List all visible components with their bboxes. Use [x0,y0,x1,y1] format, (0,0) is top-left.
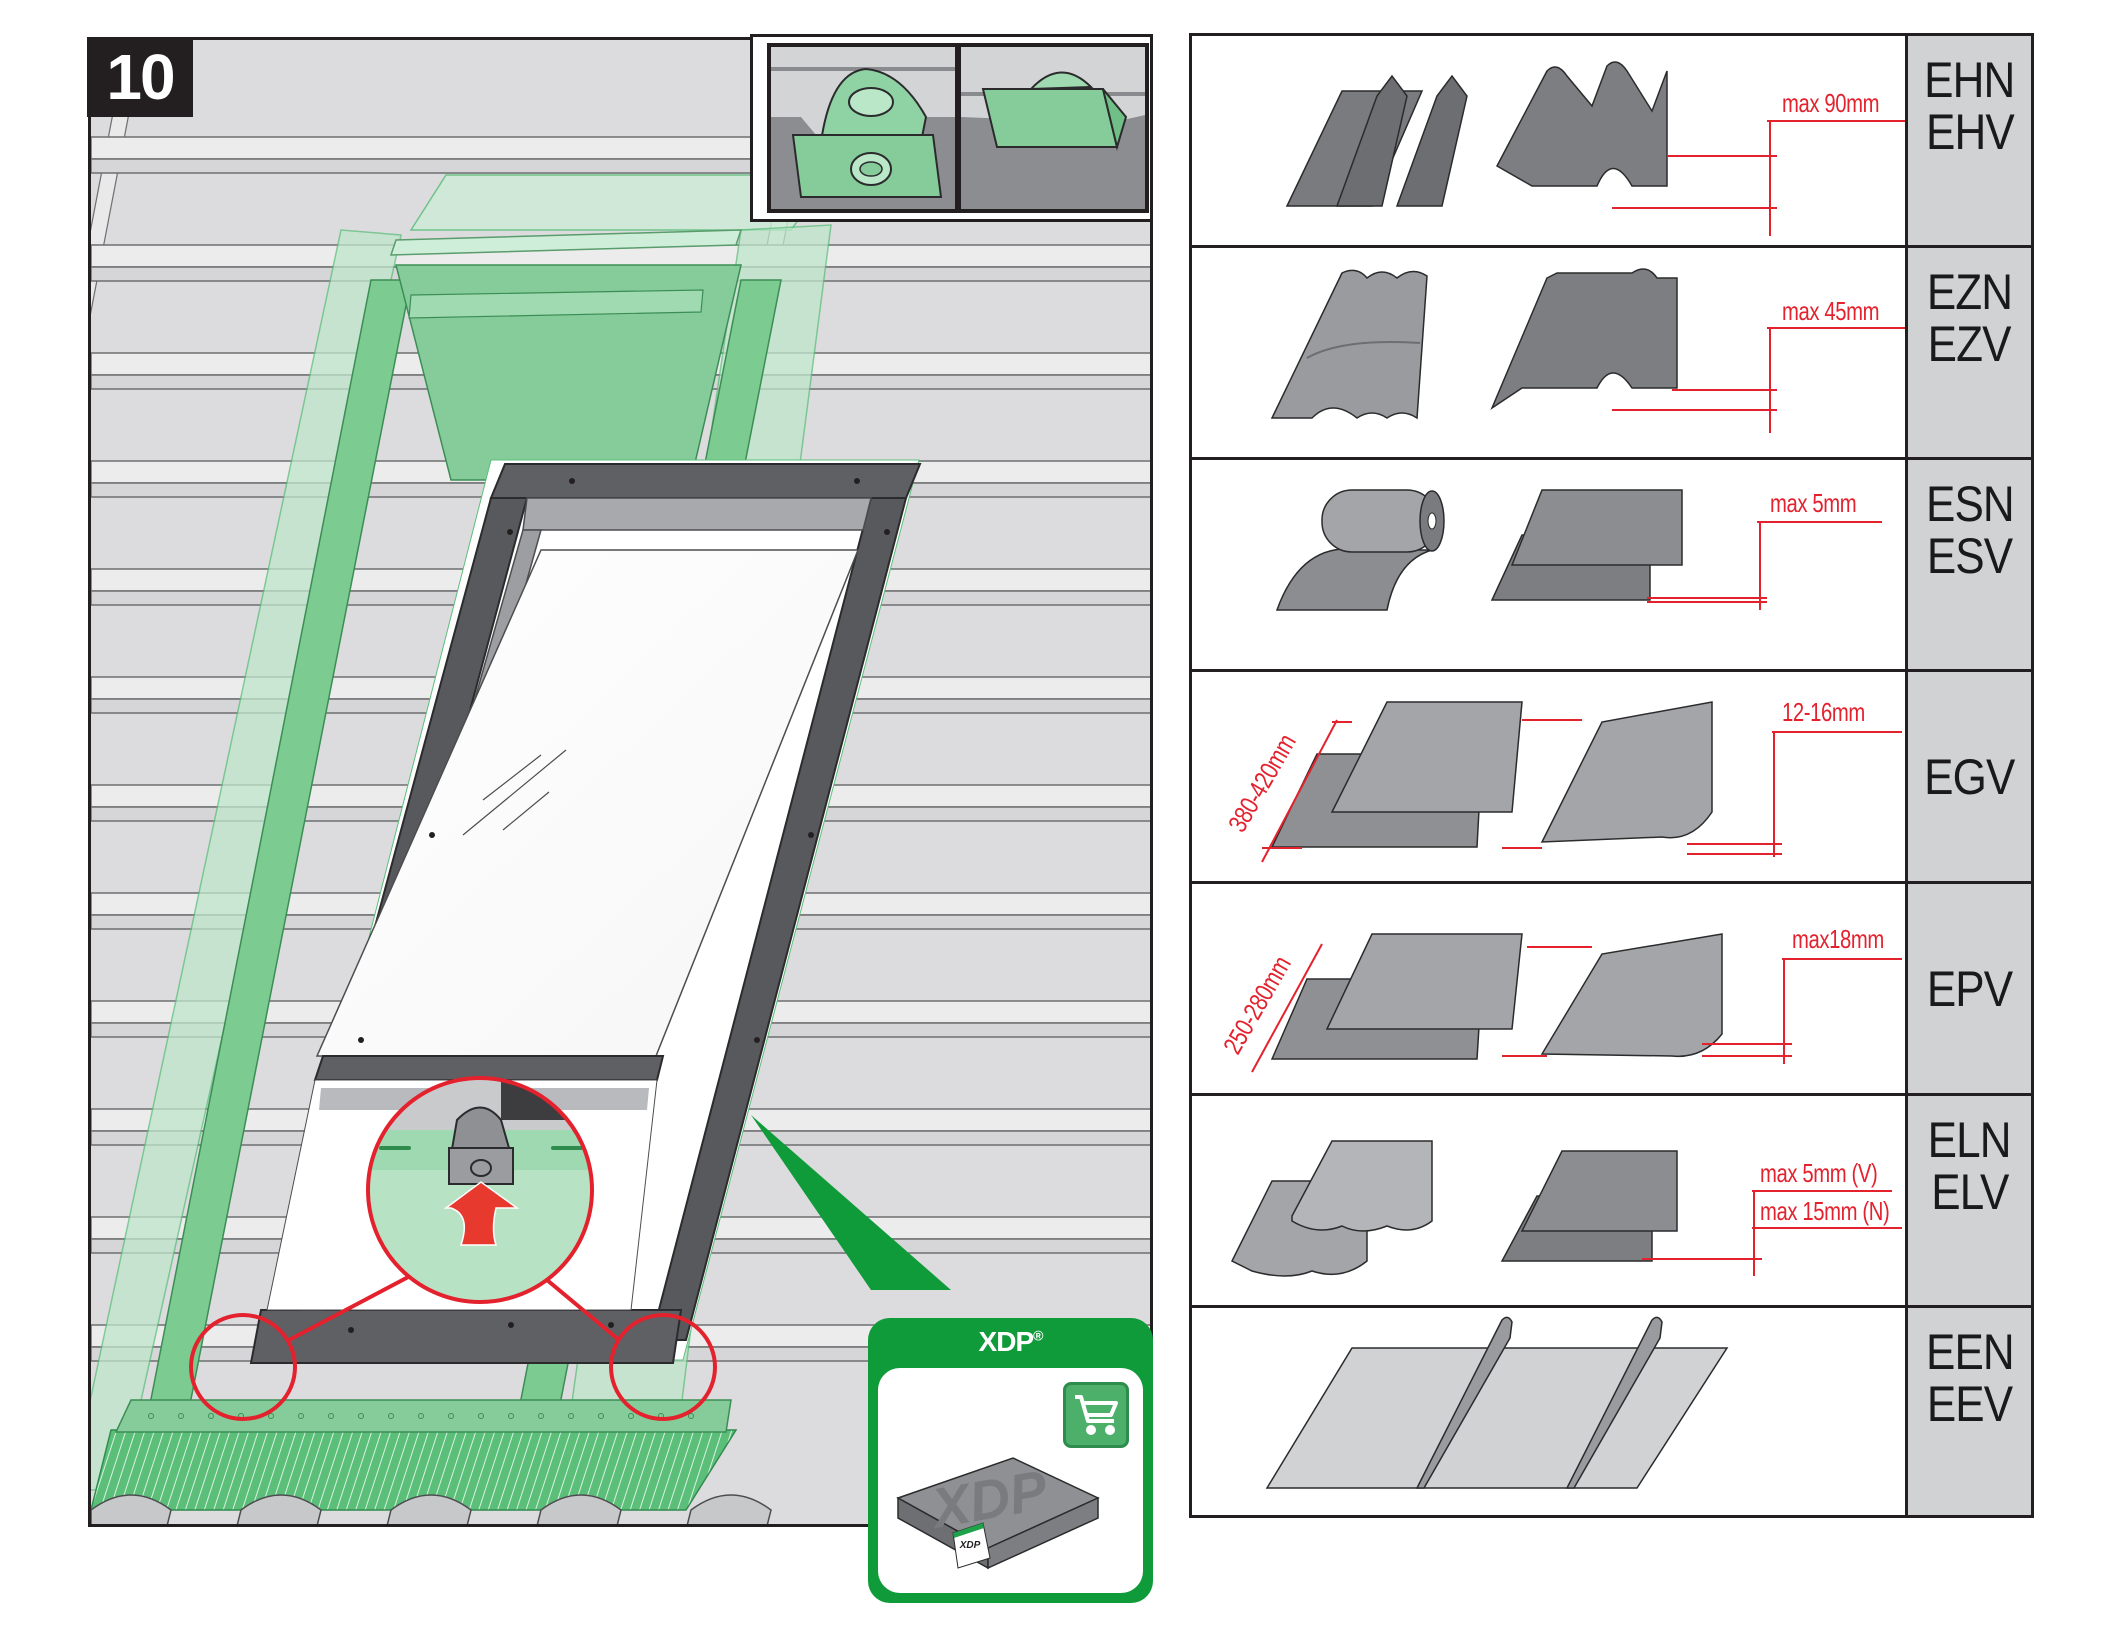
product-code-cell: EEN EEV [1905,1308,2031,1515]
product-code: ELN [1928,1112,2012,1168]
xdp-package-icon: XDP XDP [896,1457,1100,1570]
xdp-title: XDP® [978,1326,1044,1357]
table-row: max 5mm ESN ESV [1192,460,2031,672]
material-illustration: 12-16mm 380-420mm [1192,672,1905,881]
dimension-label: max 15mm (N) [1760,1196,1890,1226]
table-row: 12-16mm 380-420mm EGV [1192,672,2031,884]
product-code-cell: EPV [1905,884,2031,1093]
material-illustration [1192,1308,1905,1515]
product-code-cell: EZN EZV [1905,248,2031,457]
product-code-cell: ELN ELV [1905,1096,2031,1305]
detail-magnifier [366,1076,594,1304]
clip-detail-front [767,43,959,213]
product-code: EPV [1926,960,2013,1017]
product-code: EGV [1924,748,2015,805]
table-row: max 45mm EZN EZV [1192,248,2031,460]
product-code: EZV [1928,316,2012,372]
material-illustration: max 5mm [1192,460,1905,669]
table-row: max18mm 250-280mm EPV [1192,884,2031,1096]
dimension-label: max18mm [1792,924,1884,954]
xdp-product-image: XDP XDP [878,1368,1143,1593]
material-illustration: max 45mm [1192,248,1905,457]
dimension-label: max 5mm [1770,488,1857,518]
dimension-label: max 45mm [1782,296,1880,326]
roofing-material-table: max 90mm EHN EHV max 45mm EZN EZV [1189,33,2034,1518]
shopping-cart-icon [1075,1395,1118,1435]
product-code: EEV [1926,1376,2013,1432]
product-code: EEN [1925,1324,2015,1380]
clip-detail-inset [750,34,1153,222]
dimension-label: max 5mm (V) [1760,1158,1878,1188]
add-to-cart-button[interactable] [1063,1382,1129,1448]
table-row: EEN EEV [1192,1308,2031,1515]
product-code-cell: EHN EHV [1905,36,2031,245]
table-row: max 90mm EHN EHV [1192,36,2031,248]
dimension-label: 12-16mm [1782,697,1865,727]
product-code: EHV [1925,104,2015,160]
product-code: ESN [1925,476,2015,532]
product-code: EHN [1924,52,2015,108]
table-row: max 5mm (V) max 15mm (N) ELN ELV [1192,1096,2031,1308]
window-frame [249,463,922,1364]
material-illustration: max18mm 250-280mm [1192,884,1905,1093]
material-illustration: max 5mm (V) max 15mm (N) [1192,1096,1905,1305]
product-code: EZN [1926,264,2013,320]
svg-text:XDP: XDP [959,1540,981,1551]
product-code-cell: EGV [1905,672,2031,881]
roof-window-flashing-drawing [91,40,1150,1524]
product-code-cell: ESN ESV [1905,460,2031,669]
product-code: ESV [1926,528,2013,584]
material-illustration: max 90mm [1192,36,1905,245]
clip-detail-side [957,43,1149,213]
product-code: ELV [1930,1164,2009,1220]
step-number-badge: 10 [87,37,193,117]
dimension-label: max 90mm [1782,88,1880,118]
xdp-product-callout[interactable]: XDP® XDP XDP [868,1318,1153,1603]
installation-illustration [88,37,1153,1527]
